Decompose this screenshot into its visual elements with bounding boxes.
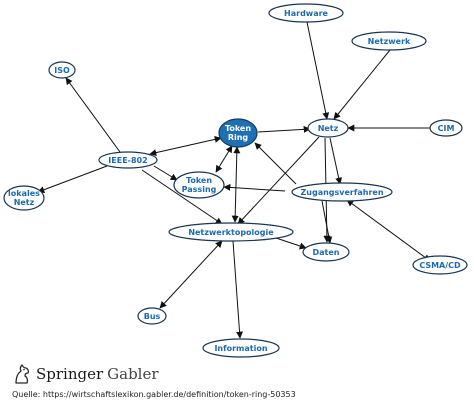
node-csma-cd[interactable]: CSMA/CD bbox=[412, 255, 468, 275]
edge-zugang-tokenpassing bbox=[223, 183, 286, 192]
node-label-line1: Token bbox=[225, 124, 251, 133]
node-netzwerk[interactable]: Netzwerk bbox=[351, 31, 427, 51]
node-bus[interactable]: Bus bbox=[137, 307, 167, 325]
edge-netzwerktopologie-daten bbox=[275, 237, 307, 250]
brand-springer: Springer bbox=[36, 365, 104, 383]
node-cim[interactable]: CIM bbox=[429, 119, 463, 137]
node-daten[interactable]: Daten bbox=[302, 242, 350, 262]
node-label: ISO bbox=[54, 66, 70, 75]
node-label-line1: lokales bbox=[8, 189, 40, 198]
node-label: Bus bbox=[144, 312, 161, 321]
node-label: Information bbox=[214, 344, 267, 353]
node-label-line2: Passing bbox=[182, 185, 217, 194]
node-label-line2: Ring bbox=[228, 133, 249, 142]
edge-netz-zugang bbox=[329, 137, 343, 185]
node-label: Daten bbox=[313, 248, 340, 257]
edge-ieee-lokalesnetz bbox=[37, 165, 108, 194]
edge-hardware-netz bbox=[306, 21, 330, 120]
edge-netzwerktopologie-bus bbox=[159, 240, 223, 309]
concept-map: Hardware Netzwerk ISO Token Ring Netz CI… bbox=[3, 3, 468, 358]
node-ieee-802[interactable]: IEEE-802 bbox=[98, 151, 158, 169]
node-label: Hardware bbox=[284, 9, 329, 18]
node-token-passing[interactable]: Token Passing bbox=[173, 171, 225, 199]
node-token-ring[interactable]: Token Ring bbox=[218, 118, 258, 148]
node-label: CSMA/CD bbox=[419, 261, 461, 270]
node-hardware[interactable]: Hardware bbox=[268, 3, 344, 23]
edges bbox=[37, 21, 432, 339]
node-label: Zugangsverfahren bbox=[300, 188, 383, 197]
brand-gabler: Gabler bbox=[107, 365, 159, 383]
edge-netzwerktopologie-information bbox=[232, 240, 244, 339]
node-label: Netzwerk bbox=[368, 37, 411, 46]
edge-zugang-csmacd bbox=[346, 199, 431, 262]
node-netzwerktopologie[interactable]: Netzwerktopologie bbox=[168, 222, 294, 242]
edge-ieee-tokenring bbox=[149, 135, 222, 157]
edge-netz-netzwerktopologie bbox=[237, 136, 320, 225]
edge-tokenring-tokenpassing bbox=[215, 145, 233, 173]
node-information[interactable]: Information bbox=[202, 338, 280, 358]
node-label: IEEE-802 bbox=[108, 156, 147, 165]
edge-zugang-daten bbox=[321, 200, 333, 244]
springer-horse-icon bbox=[15, 364, 30, 384]
edge-tokenring-netzwerktopologie bbox=[231, 146, 241, 223]
footer: Springer Gabler Quelle: https://wirtscha… bbox=[12, 362, 472, 399]
node-netz[interactable]: Netz bbox=[307, 118, 349, 138]
node-lokales-netz[interactable]: lokales Netz bbox=[3, 185, 45, 211]
edge-ieee-tokenpassing bbox=[153, 165, 178, 181]
node-iso[interactable]: ISO bbox=[48, 61, 76, 79]
edge-ieee-netzwerktopologie bbox=[141, 169, 223, 225]
edge-ieee-iso bbox=[65, 77, 121, 153]
node-zugangsverfahren[interactable]: Zugangsverfahren bbox=[291, 182, 393, 202]
node-label: Netz bbox=[318, 124, 339, 133]
node-label-line1: Token bbox=[186, 176, 212, 185]
source-line: Quelle: https://wirtschaftslexikon.gable… bbox=[12, 390, 296, 399]
springer-gabler-logo: Springer Gabler bbox=[12, 362, 472, 386]
edge-tokenring-netz bbox=[257, 125, 311, 133]
node-label-line2: Netz bbox=[14, 198, 35, 207]
edge-zugang-tokenring bbox=[254, 142, 297, 185]
node-label: CIM bbox=[438, 124, 455, 133]
node-label: Netzwerktopologie bbox=[188, 228, 274, 237]
edge-netzwerk-netz bbox=[333, 49, 391, 120]
